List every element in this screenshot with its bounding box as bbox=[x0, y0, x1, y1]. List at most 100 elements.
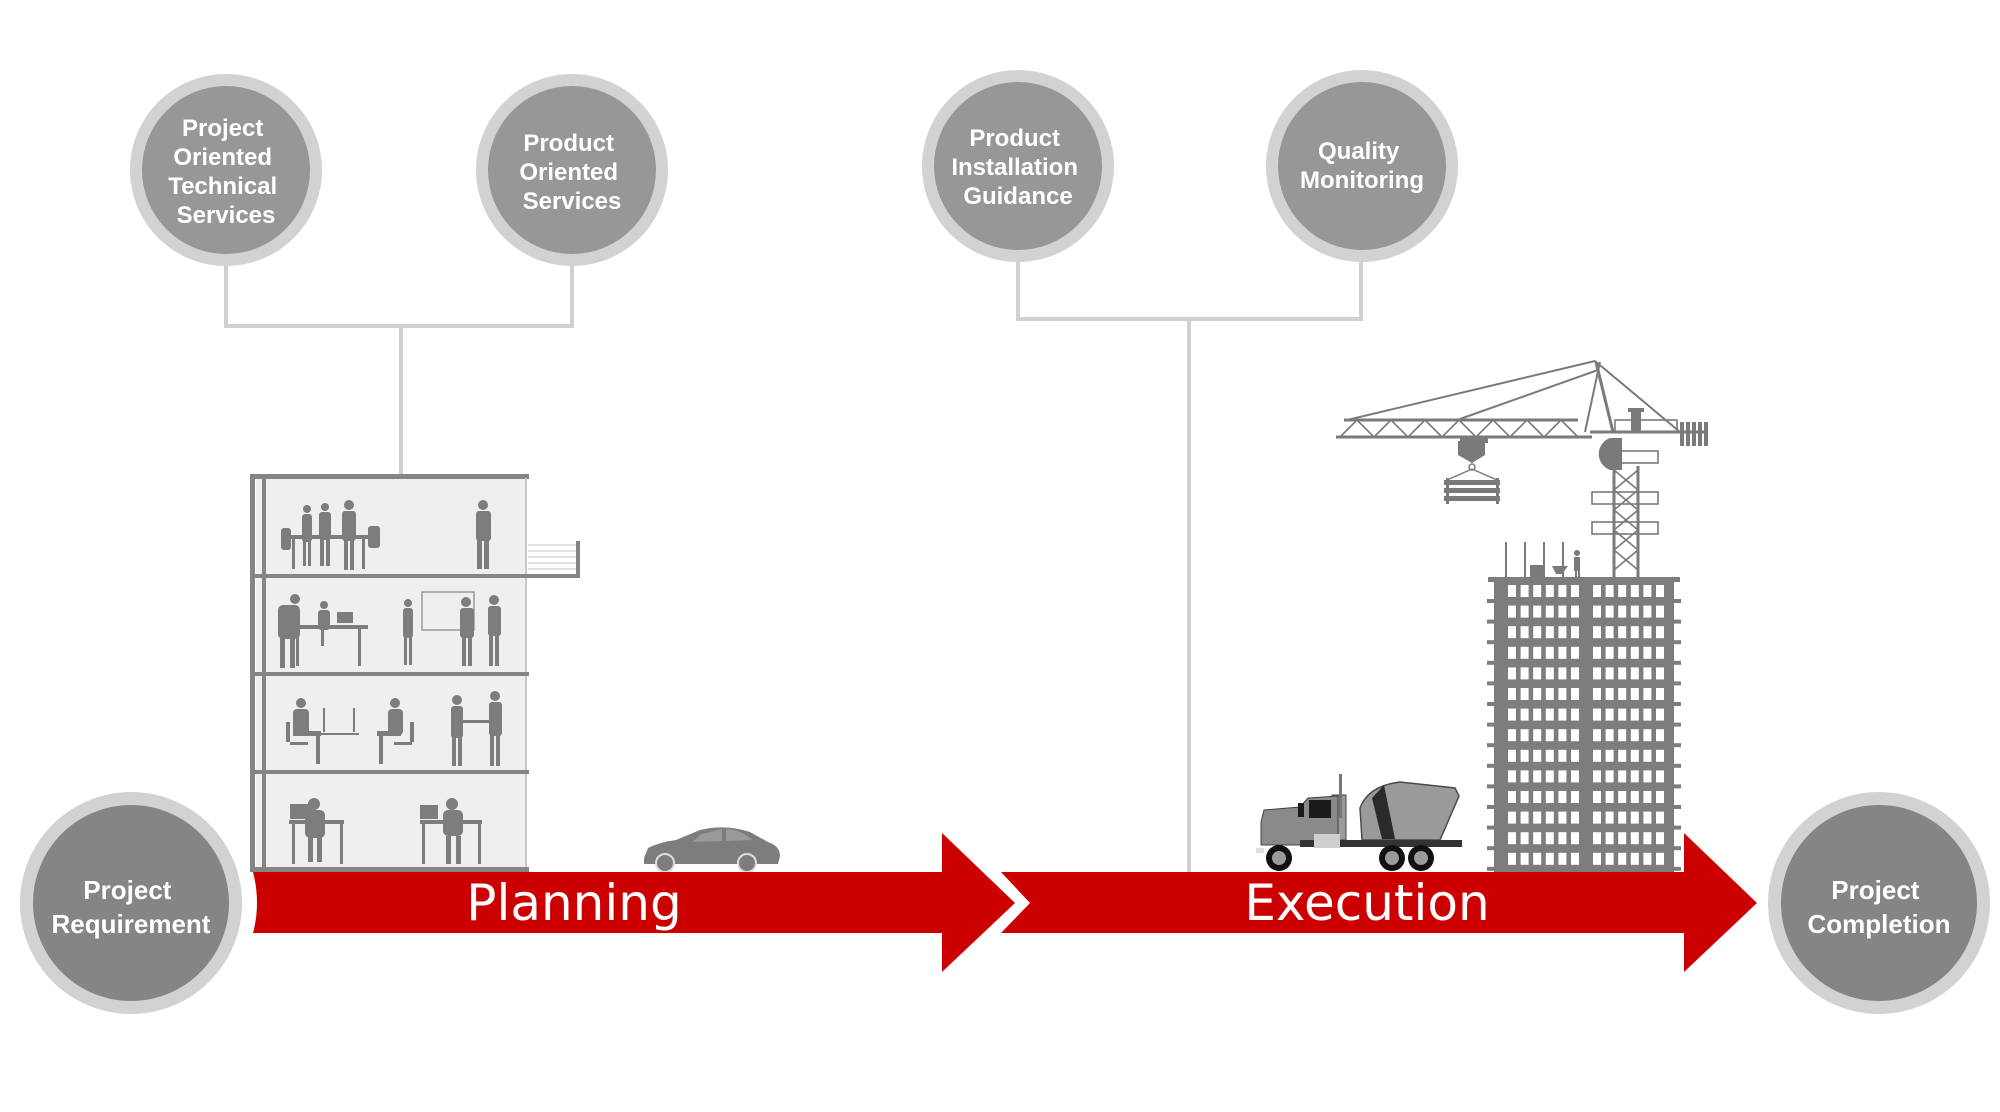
tower-ledge bbox=[1672, 763, 1681, 768]
tower-window bbox=[1643, 811, 1652, 824]
tower-window bbox=[1520, 585, 1529, 597]
tower-ledge bbox=[1487, 660, 1496, 665]
office-people-floor-4 bbox=[289, 798, 482, 864]
tower-window bbox=[1558, 605, 1567, 618]
tower-window bbox=[1605, 605, 1614, 618]
tower-window bbox=[1545, 626, 1554, 639]
tower-window bbox=[1558, 708, 1567, 721]
tower-window bbox=[1545, 708, 1554, 721]
truck-wheels bbox=[1266, 845, 1434, 871]
tower-window bbox=[1508, 626, 1516, 639]
tower-window bbox=[1520, 605, 1529, 618]
tower-window bbox=[1618, 688, 1627, 700]
tower-window bbox=[1593, 811, 1601, 824]
tower-window bbox=[1571, 688, 1579, 700]
tower-window bbox=[1533, 729, 1542, 742]
tower-window bbox=[1618, 832, 1627, 845]
tower-ledge bbox=[1487, 722, 1496, 727]
tower-window bbox=[1593, 688, 1601, 700]
crane-parts bbox=[1444, 408, 1708, 504]
tower-window bbox=[1545, 688, 1554, 700]
tower-window bbox=[1643, 605, 1652, 618]
tower-window bbox=[1533, 708, 1542, 721]
tower-window bbox=[1558, 791, 1567, 803]
node-text-line: Oriented bbox=[519, 159, 618, 186]
tower-window bbox=[1630, 626, 1639, 639]
svg-text:Project Requirement: Project Requirement bbox=[52, 875, 211, 939]
tower-window bbox=[1605, 749, 1614, 762]
service-node-product-installation-guidance[interactable]: Product Installation Guidance bbox=[922, 70, 1114, 262]
tower-ledge bbox=[1672, 681, 1681, 686]
tower-window bbox=[1533, 852, 1542, 865]
tower-window bbox=[1520, 667, 1529, 680]
tower-window bbox=[1618, 729, 1627, 742]
tower-window bbox=[1656, 585, 1664, 597]
service-node-product-oriented-services[interactable]: Product Oriented Services bbox=[476, 74, 668, 266]
tower-window bbox=[1571, 832, 1579, 845]
tower-window bbox=[1605, 688, 1614, 700]
tower-window bbox=[1533, 688, 1542, 700]
planning-connector bbox=[224, 262, 574, 476]
node-text-line: Project bbox=[1831, 875, 1919, 905]
node-text-line: Product bbox=[523, 130, 614, 157]
tower-window bbox=[1571, 605, 1579, 618]
tower-ledge bbox=[1487, 640, 1496, 645]
tower-window bbox=[1605, 832, 1614, 845]
tower-window bbox=[1618, 646, 1627, 659]
tower-window bbox=[1618, 811, 1627, 824]
tower-window bbox=[1643, 708, 1652, 721]
tower-window bbox=[1520, 791, 1529, 803]
tower-window bbox=[1618, 852, 1627, 865]
node-text-line: Guidance bbox=[963, 183, 1072, 210]
tower-ledge bbox=[1487, 846, 1496, 851]
office-people-floor-2 bbox=[278, 591, 501, 668]
tower-window bbox=[1630, 729, 1639, 742]
tower-window bbox=[1605, 770, 1614, 783]
tower-window bbox=[1618, 770, 1627, 783]
tower-window bbox=[1618, 605, 1627, 618]
tower-window bbox=[1571, 585, 1579, 597]
tower-window bbox=[1656, 832, 1664, 845]
end-node-project-completion[interactable]: Project Completion bbox=[1768, 792, 1990, 1014]
tower-window bbox=[1643, 688, 1652, 700]
cement-truck-icon bbox=[1256, 774, 1462, 871]
tower-ledge bbox=[1672, 805, 1681, 809]
tower-window bbox=[1605, 791, 1614, 803]
node-text-line: Project bbox=[182, 115, 263, 142]
tower-window bbox=[1558, 811, 1567, 824]
service-node-quality-monitoring[interactable]: Quality Monitoring bbox=[1266, 70, 1458, 262]
tower-window bbox=[1618, 626, 1627, 639]
tower-window bbox=[1545, 811, 1554, 824]
tower-window bbox=[1520, 832, 1529, 845]
tower-window bbox=[1533, 646, 1542, 659]
service-node-project-oriented-technical-services[interactable]: Project Oriented Technical Services bbox=[130, 74, 322, 266]
node-text-line: Services bbox=[177, 202, 276, 229]
phase-label-execution: Execution bbox=[1244, 874, 1489, 932]
tower-window bbox=[1593, 605, 1601, 618]
tower-window bbox=[1558, 626, 1567, 639]
tower-window bbox=[1656, 605, 1664, 618]
node-text-line: Product bbox=[969, 125, 1060, 152]
tower-window bbox=[1545, 770, 1554, 783]
tower-window bbox=[1571, 667, 1579, 680]
tower-building bbox=[1487, 577, 1681, 872]
tower-window bbox=[1508, 667, 1516, 680]
tower-ledge bbox=[1672, 640, 1681, 645]
tower-window bbox=[1558, 832, 1567, 845]
tower-window bbox=[1508, 811, 1516, 824]
tower-window bbox=[1558, 646, 1567, 659]
tower-window bbox=[1571, 729, 1579, 742]
tower-window bbox=[1593, 770, 1601, 783]
tower-window bbox=[1630, 791, 1639, 803]
tower-ledge bbox=[1672, 619, 1681, 624]
tower-window bbox=[1508, 832, 1516, 845]
tower-window bbox=[1545, 749, 1554, 762]
tower-window bbox=[1571, 749, 1579, 762]
tower-window bbox=[1545, 585, 1554, 597]
tower-ledge bbox=[1487, 599, 1496, 603]
tower-window bbox=[1533, 667, 1542, 680]
tower-ledge bbox=[1487, 743, 1496, 748]
start-node-project-requirement[interactable]: Project Requirement bbox=[20, 792, 242, 1014]
tower-window bbox=[1508, 688, 1516, 700]
